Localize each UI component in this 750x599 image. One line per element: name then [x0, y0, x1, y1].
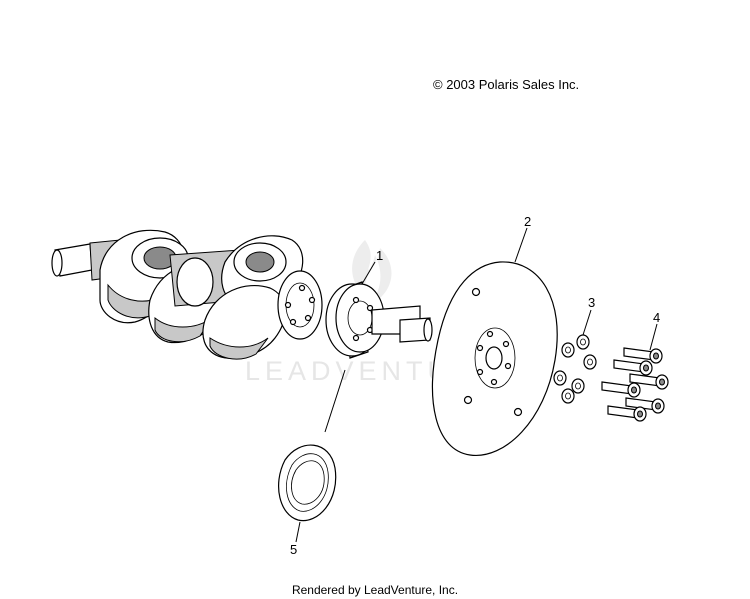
callout-3: 3: [588, 295, 595, 310]
washers: [553, 334, 597, 404]
leader-5: [295, 521, 301, 543]
leader-1: [361, 261, 376, 285]
callout-2: 2: [524, 214, 531, 229]
leader-3: [582, 309, 592, 336]
leader-lines: [295, 227, 658, 543]
crankshaft: [51, 229, 323, 360]
leader-2: [514, 227, 528, 263]
leader-1-lower: [324, 369, 346, 433]
leader-4: [649, 323, 658, 351]
callout-1: 1: [376, 248, 383, 263]
bolts: [601, 347, 669, 422]
crankshaft-hub: [325, 281, 433, 359]
flexplate: [431, 261, 558, 456]
callout-5: 5: [290, 542, 297, 557]
callout-4: 4: [653, 310, 660, 325]
seal: [277, 444, 337, 522]
copyright-notice: © 2003 Polaris Sales Inc.: [433, 77, 580, 92]
footer-credit: Rendered by LeadVenture, Inc.: [291, 583, 459, 597]
